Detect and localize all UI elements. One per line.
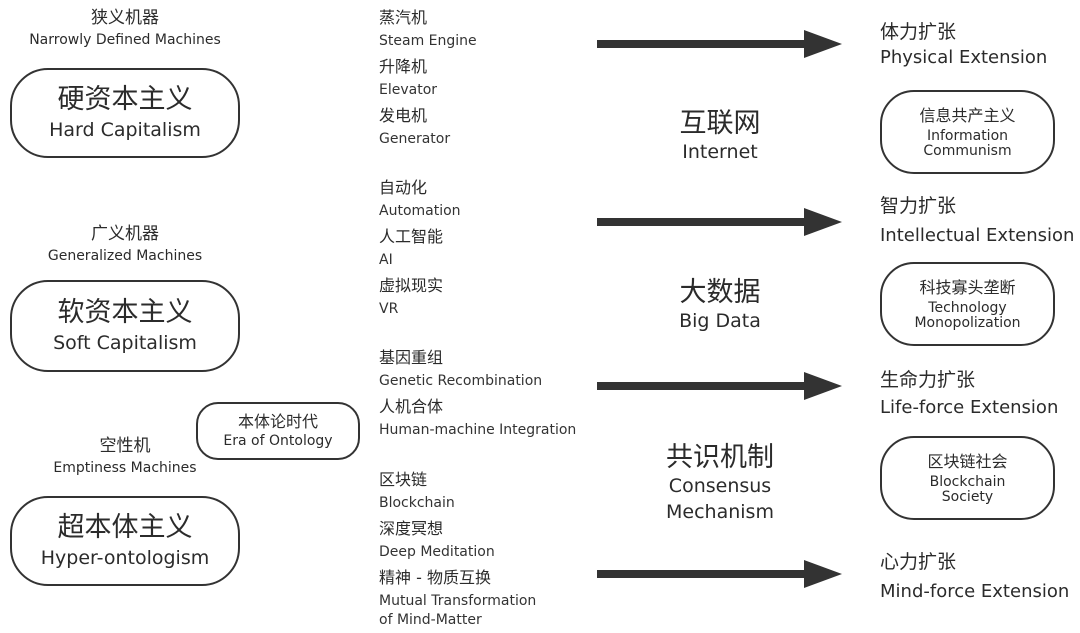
society-en: Blockchain <box>929 473 1006 490</box>
tech-zh: 升降机 <box>379 57 428 76</box>
extension-en: Mind-force Extension <box>880 581 1070 602</box>
emptiness-machines-en: Emptiness Machines <box>53 460 197 476</box>
society-zh: 科技寡头垄断 <box>919 277 1016 297</box>
tech-en: AI <box>379 252 393 268</box>
society-en: Society <box>941 488 994 505</box>
big-data-en: Big Data <box>679 310 761 332</box>
physical-extension: 体力扩张 Physical Extension <box>880 20 1075 70</box>
tech-automation: 自动化 Automation <box>379 178 619 220</box>
generalized-machines-heading: 广义机器 Generalized Machines <box>20 224 230 265</box>
tech-zh: 区块链 <box>379 470 428 489</box>
extension-en: Intellectual Extension <box>880 225 1075 246</box>
arrow-physical <box>597 30 842 58</box>
narrow-machines-zh: 狭义机器 <box>91 8 159 28</box>
tech-zh: 精神 - 物质互换 <box>379 568 491 587</box>
hyper-ontologism-zh: 超本体主义 <box>57 512 193 543</box>
era-of-ontology-pill: 本体论时代 Era of Ontology <box>196 402 360 460</box>
society-en: Monopolization <box>914 314 1021 331</box>
society-zh: 信息共产主义 <box>919 105 1016 125</box>
narrow-machines-en: Narrowly Defined Machines <box>29 32 221 48</box>
internet-zh: 互联网 <box>679 108 761 139</box>
extension-zh: 体力扩张 <box>880 21 957 43</box>
society-zh: 区块链社会 <box>927 451 1008 471</box>
arrow-life-force <box>597 372 842 400</box>
extension-zh: 心力扩张 <box>880 551 957 573</box>
extension-en: Physical Extension <box>880 47 1048 68</box>
tech-zh: 虚拟现实 <box>379 276 444 295</box>
intellectual-extension: 智力扩张 Intellectual Extension <box>880 194 1078 248</box>
tech-human-machine-integration: 人机合体 Human-machine Integration <box>379 397 619 439</box>
tech-zh: 自动化 <box>379 178 428 197</box>
hard-capitalism-zh: 硬资本主义 <box>57 84 193 115</box>
hard-capitalism-pill: 硬资本主义 Hard Capitalism <box>10 68 240 158</box>
tech-blockchain: 区块链 Blockchain <box>379 470 619 512</box>
tech-zh: 基因重组 <box>379 348 444 367</box>
internet-label: 互联网 Internet <box>640 108 800 164</box>
generalized-machines-en: Generalized Machines <box>47 248 203 264</box>
tech-en: Elevator <box>379 82 438 98</box>
consensus-en: Mechanism <box>666 501 774 523</box>
emptiness-machines-zh: 空性机 <box>99 436 151 456</box>
tech-en: Genetic Recombination <box>379 373 543 389</box>
tech-en: Deep Meditation <box>379 544 495 560</box>
tech-mind-matter: 精神 - 物质互换 Mutual Transformation of Mind-… <box>379 568 619 629</box>
tech-vr: 虚拟现实 VR <box>379 276 619 318</box>
narrow-machines-heading: 狭义机器 Narrowly Defined Machines <box>20 8 230 49</box>
hyper-ontologism-pill: 超本体主义 Hyper-ontologism <box>10 496 240 586</box>
tech-ai: 人工智能 AI <box>379 227 619 269</box>
life-force-extension: 生命力扩张 Life-force Extension <box>880 368 1078 420</box>
society-en: Communism <box>923 142 1012 159</box>
consensus-label: 共识机制 Consensus Mechanism <box>640 442 800 524</box>
blockchain-society-pill: 区块链社会 Blockchain Society <box>880 436 1055 520</box>
era-of-ontology-zh: 本体论时代 <box>237 412 318 431</box>
technology-monopolization-pill: 科技寡头垄断 Technology Monopolization <box>880 262 1055 346</box>
extension-en: Life-force Extension <box>880 397 1059 418</box>
tech-en: of Mind-Matter <box>379 612 482 628</box>
consensus-en: Consensus <box>668 475 772 497</box>
emptiness-machines-heading: 空性机 Emptiness Machines <box>30 436 220 477</box>
soft-capitalism-pill: 软资本主义 Soft Capitalism <box>10 280 240 372</box>
tech-en: Steam Engine <box>379 33 477 49</box>
tech-elevator: 升降机 Elevator <box>379 57 619 99</box>
big-data-zh: 大数据 <box>679 277 761 308</box>
era-of-ontology-en: Era of Ontology <box>223 433 333 449</box>
tech-zh: 人机合体 <box>379 397 444 416</box>
tech-en: Automation <box>379 203 461 219</box>
arrow-intellectual <box>597 208 842 236</box>
information-communism-pill: 信息共产主义 Information Communism <box>880 90 1055 174</box>
tech-zh: 发电机 <box>379 106 428 125</box>
tech-generator: 发电机 Generator <box>379 106 619 148</box>
tech-zh: 深度冥想 <box>379 519 444 538</box>
mind-force-extension: 心力扩张 Mind-force Extension <box>880 550 1078 604</box>
generalized-machines-zh: 广义机器 <box>91 224 159 244</box>
tech-en: Generator <box>379 131 451 147</box>
society-en: Information <box>926 127 1009 144</box>
extension-zh: 智力扩张 <box>880 195 957 217</box>
internet-en: Internet <box>682 141 758 163</box>
tech-en: Blockchain <box>379 495 455 511</box>
tech-zh: 蒸汽机 <box>379 8 428 27</box>
soft-capitalism-zh: 软资本主义 <box>57 297 193 328</box>
soft-capitalism-en: Soft Capitalism <box>53 332 197 354</box>
hyper-ontologism-en: Hyper-ontologism <box>40 547 210 569</box>
tech-genetic-recombination: 基因重组 Genetic Recombination <box>379 348 619 390</box>
hard-capitalism-en: Hard Capitalism <box>49 119 201 141</box>
arrow-mind-force <box>597 560 842 588</box>
tech-en: Human-machine Integration <box>379 422 577 438</box>
tech-deep-meditation: 深度冥想 Deep Meditation <box>379 519 619 561</box>
extension-zh: 生命力扩张 <box>880 369 976 391</box>
consensus-zh: 共识机制 <box>666 442 774 473</box>
tech-en: VR <box>379 301 399 317</box>
tech-steam-engine: 蒸汽机 Steam Engine <box>379 8 619 50</box>
tech-zh: 人工智能 <box>379 227 444 246</box>
tech-en: Mutual Transformation <box>379 593 537 609</box>
society-en: Technology <box>928 299 1007 316</box>
big-data-label: 大数据 Big Data <box>640 277 800 333</box>
